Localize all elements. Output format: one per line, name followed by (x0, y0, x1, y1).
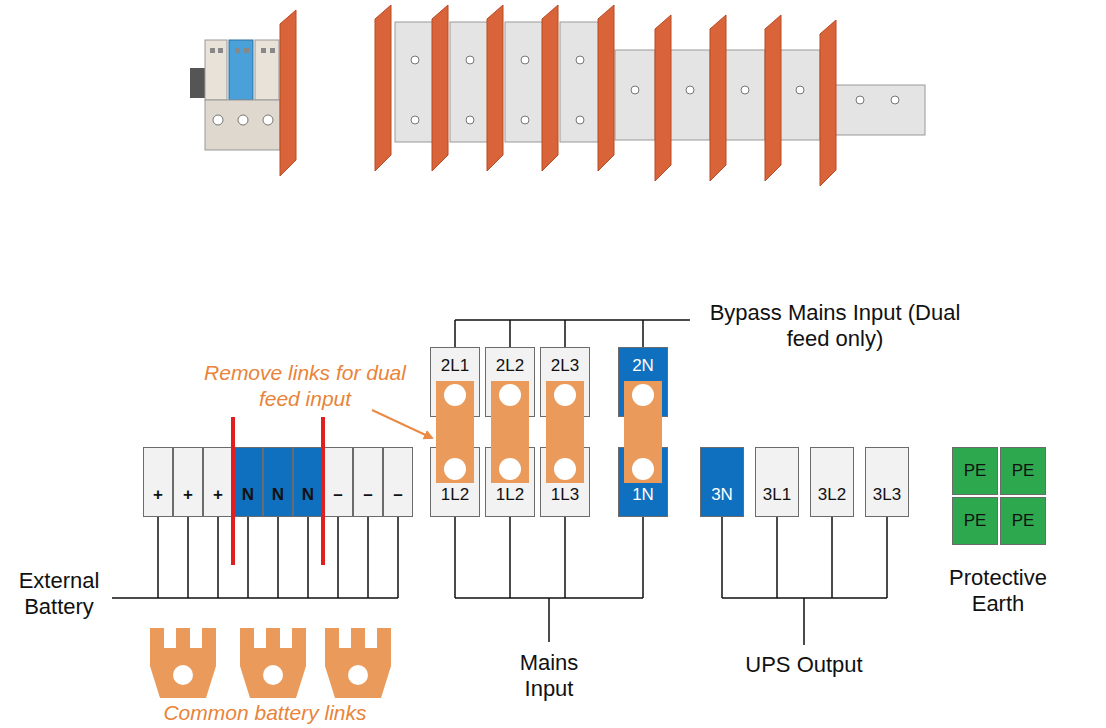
terminal-label: 3L2 (818, 485, 846, 505)
terminal-label: 3L1 (763, 485, 791, 505)
battery-split-line (233, 417, 323, 565)
terminal-label: – (393, 485, 402, 505)
callout-arrow (372, 410, 432, 438)
terminal-box: PE (952, 497, 998, 545)
terminal-box: + (143, 447, 173, 517)
terminal-label: 2N (632, 356, 654, 376)
terminal-label: 3N (711, 485, 733, 505)
terminal-box: – (323, 447, 353, 517)
terminal-block-render (190, 5, 925, 186)
terminal-label: – (333, 485, 342, 505)
terminal-label: PE (1012, 511, 1035, 531)
terminal-box: 3L3 (865, 447, 909, 517)
callout-note: Common battery links (105, 700, 425, 726)
battery-link-icons (150, 628, 391, 698)
terminal-label: 1L2 (496, 485, 524, 505)
terminal-box: PE (952, 447, 998, 495)
wiring (112, 320, 887, 645)
bridge-link (436, 381, 474, 483)
terminal-label: PE (1012, 461, 1035, 481)
terminal-box: 3N (700, 447, 744, 517)
terminal-box: N (293, 447, 323, 517)
terminal-box: 3L2 (810, 447, 854, 517)
terminal-label: 1L2 (441, 485, 469, 505)
terminal-label: 2L1 (441, 356, 469, 376)
terminal-label: 2L2 (496, 356, 524, 376)
terminal-box: N (233, 447, 263, 517)
terminal-label: 1L3 (551, 485, 579, 505)
group-label: Bypass Mains Input (Dual feed only) (690, 300, 980, 352)
terminal-label: N (272, 485, 284, 505)
group-label: Protective Earth (932, 565, 1064, 617)
terminal-box: + (203, 447, 233, 517)
bridge-link (546, 381, 584, 483)
terminal-box: N (263, 447, 293, 517)
terminal-box: PE (1000, 497, 1046, 545)
terminal-label: 3L3 (873, 485, 901, 505)
terminal-label: N (242, 485, 254, 505)
terminal-label: PE (964, 461, 987, 481)
terminal-label: PE (964, 511, 987, 531)
terminal-label: N (302, 485, 314, 505)
terminal-label: – (363, 485, 372, 505)
terminal-label: + (213, 485, 223, 505)
terminal-box: 3L1 (755, 447, 799, 517)
group-label: External Battery (4, 568, 114, 620)
terminal-label: + (183, 485, 193, 505)
terminal-label: 1N (632, 485, 654, 505)
terminal-box: – (383, 447, 413, 517)
terminal-label: 2L3 (551, 356, 579, 376)
terminal-box: PE (1000, 447, 1046, 495)
terminal-box: + (173, 447, 203, 517)
terminal-label: + (153, 485, 163, 505)
group-label: UPS Output (734, 652, 874, 678)
terminal-box: – (353, 447, 383, 517)
callout-note: Remove links for dual feed input (185, 360, 425, 412)
bridge-link (491, 381, 529, 483)
bridge-link (624, 381, 662, 483)
group-label: Mains Input (504, 650, 594, 702)
